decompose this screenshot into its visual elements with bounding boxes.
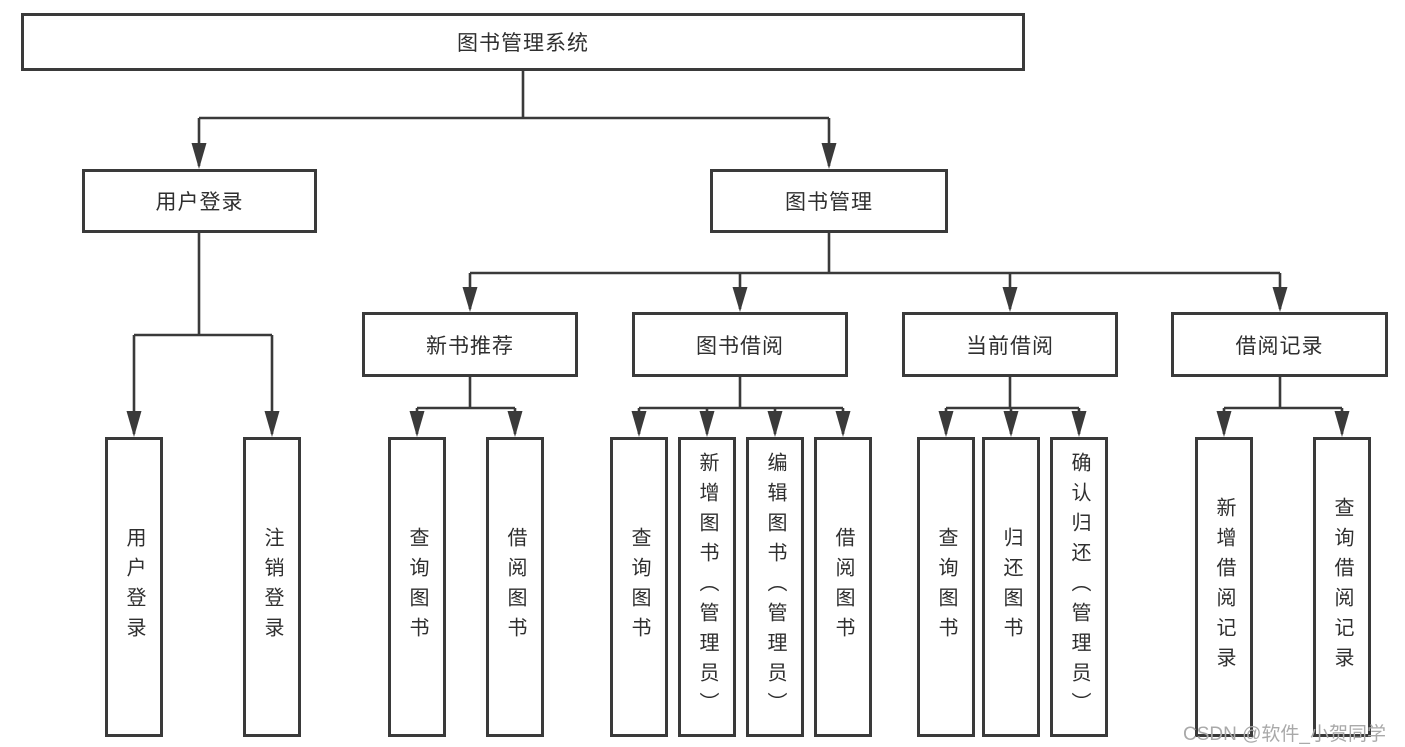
node-label: 借阅图书 bbox=[832, 527, 854, 647]
node-leaf-query-borrow-record: 查询借阅记录 bbox=[1313, 437, 1371, 737]
node-leaf-logout: 注销登录 bbox=[243, 437, 301, 737]
node-label: 图书管理系统 bbox=[457, 32, 589, 55]
node-leaf-confirm-return-admin: 确认归还（管理员） bbox=[1050, 437, 1108, 737]
node-label: 查询图书 bbox=[935, 527, 957, 647]
node-label: 查询图书 bbox=[628, 527, 650, 647]
csdn-watermark: CSDN @软件_小贺同学 bbox=[1183, 724, 1386, 745]
node-label: 新书推荐 bbox=[426, 334, 514, 358]
node-leaf-add-books-admin: 新增图书（管理员） bbox=[678, 437, 736, 737]
node-book-borrowing: 图书借阅 bbox=[632, 312, 848, 377]
node-label: 借阅图书 bbox=[504, 527, 526, 647]
node-current-borrowing: 当前借阅 bbox=[902, 312, 1118, 377]
node-label: 借阅记录 bbox=[1235, 334, 1324, 358]
node-label: 新增借阅记录 bbox=[1213, 497, 1235, 677]
node-leaf-return-books: 归还图书 bbox=[982, 437, 1040, 737]
node-leaf-add-borrow-record: 新增借阅记录 bbox=[1195, 437, 1253, 737]
node-library-management-system: 图书管理系统 bbox=[21, 13, 1025, 71]
node-label: 确认归还（管理员） bbox=[1068, 452, 1090, 722]
node-label: 图书管理 bbox=[785, 191, 873, 214]
node-label: 编辑图书（管理员） bbox=[764, 452, 786, 722]
node-label: 注销登录 bbox=[261, 527, 283, 647]
node-leaf-query-books-recommend: 查询图书 bbox=[388, 437, 446, 737]
node-label: 当前借阅 bbox=[966, 334, 1054, 358]
node-label: 新增图书（管理员） bbox=[696, 452, 718, 722]
node-leaf-borrow-books-recommend: 借阅图书 bbox=[486, 437, 544, 737]
node-leaf-user-login: 用户登录 bbox=[105, 437, 163, 737]
arrowhead-icons bbox=[126, 143, 1350, 437]
node-label: 图书借阅 bbox=[696, 334, 784, 358]
node-book-management: 图书管理 bbox=[710, 169, 948, 233]
node-user-login: 用户登录 bbox=[82, 169, 317, 233]
node-label: 查询借阅记录 bbox=[1331, 497, 1353, 677]
node-label: 查询图书 bbox=[406, 527, 428, 647]
node-leaf-borrow-books: 借阅图书 bbox=[814, 437, 872, 737]
node-leaf-query-books-current: 查询图书 bbox=[917, 437, 975, 737]
node-leaf-edit-books-admin: 编辑图书（管理员） bbox=[746, 437, 804, 737]
node-label: 用户登录 bbox=[123, 527, 145, 647]
node-leaf-query-books-borrowing: 查询图书 bbox=[610, 437, 668, 737]
node-borrowing-records: 借阅记录 bbox=[1171, 312, 1388, 377]
node-label: 归还图书 bbox=[1000, 527, 1022, 647]
node-new-book-recommendation: 新书推荐 bbox=[362, 312, 578, 377]
node-label: 用户登录 bbox=[155, 191, 244, 214]
